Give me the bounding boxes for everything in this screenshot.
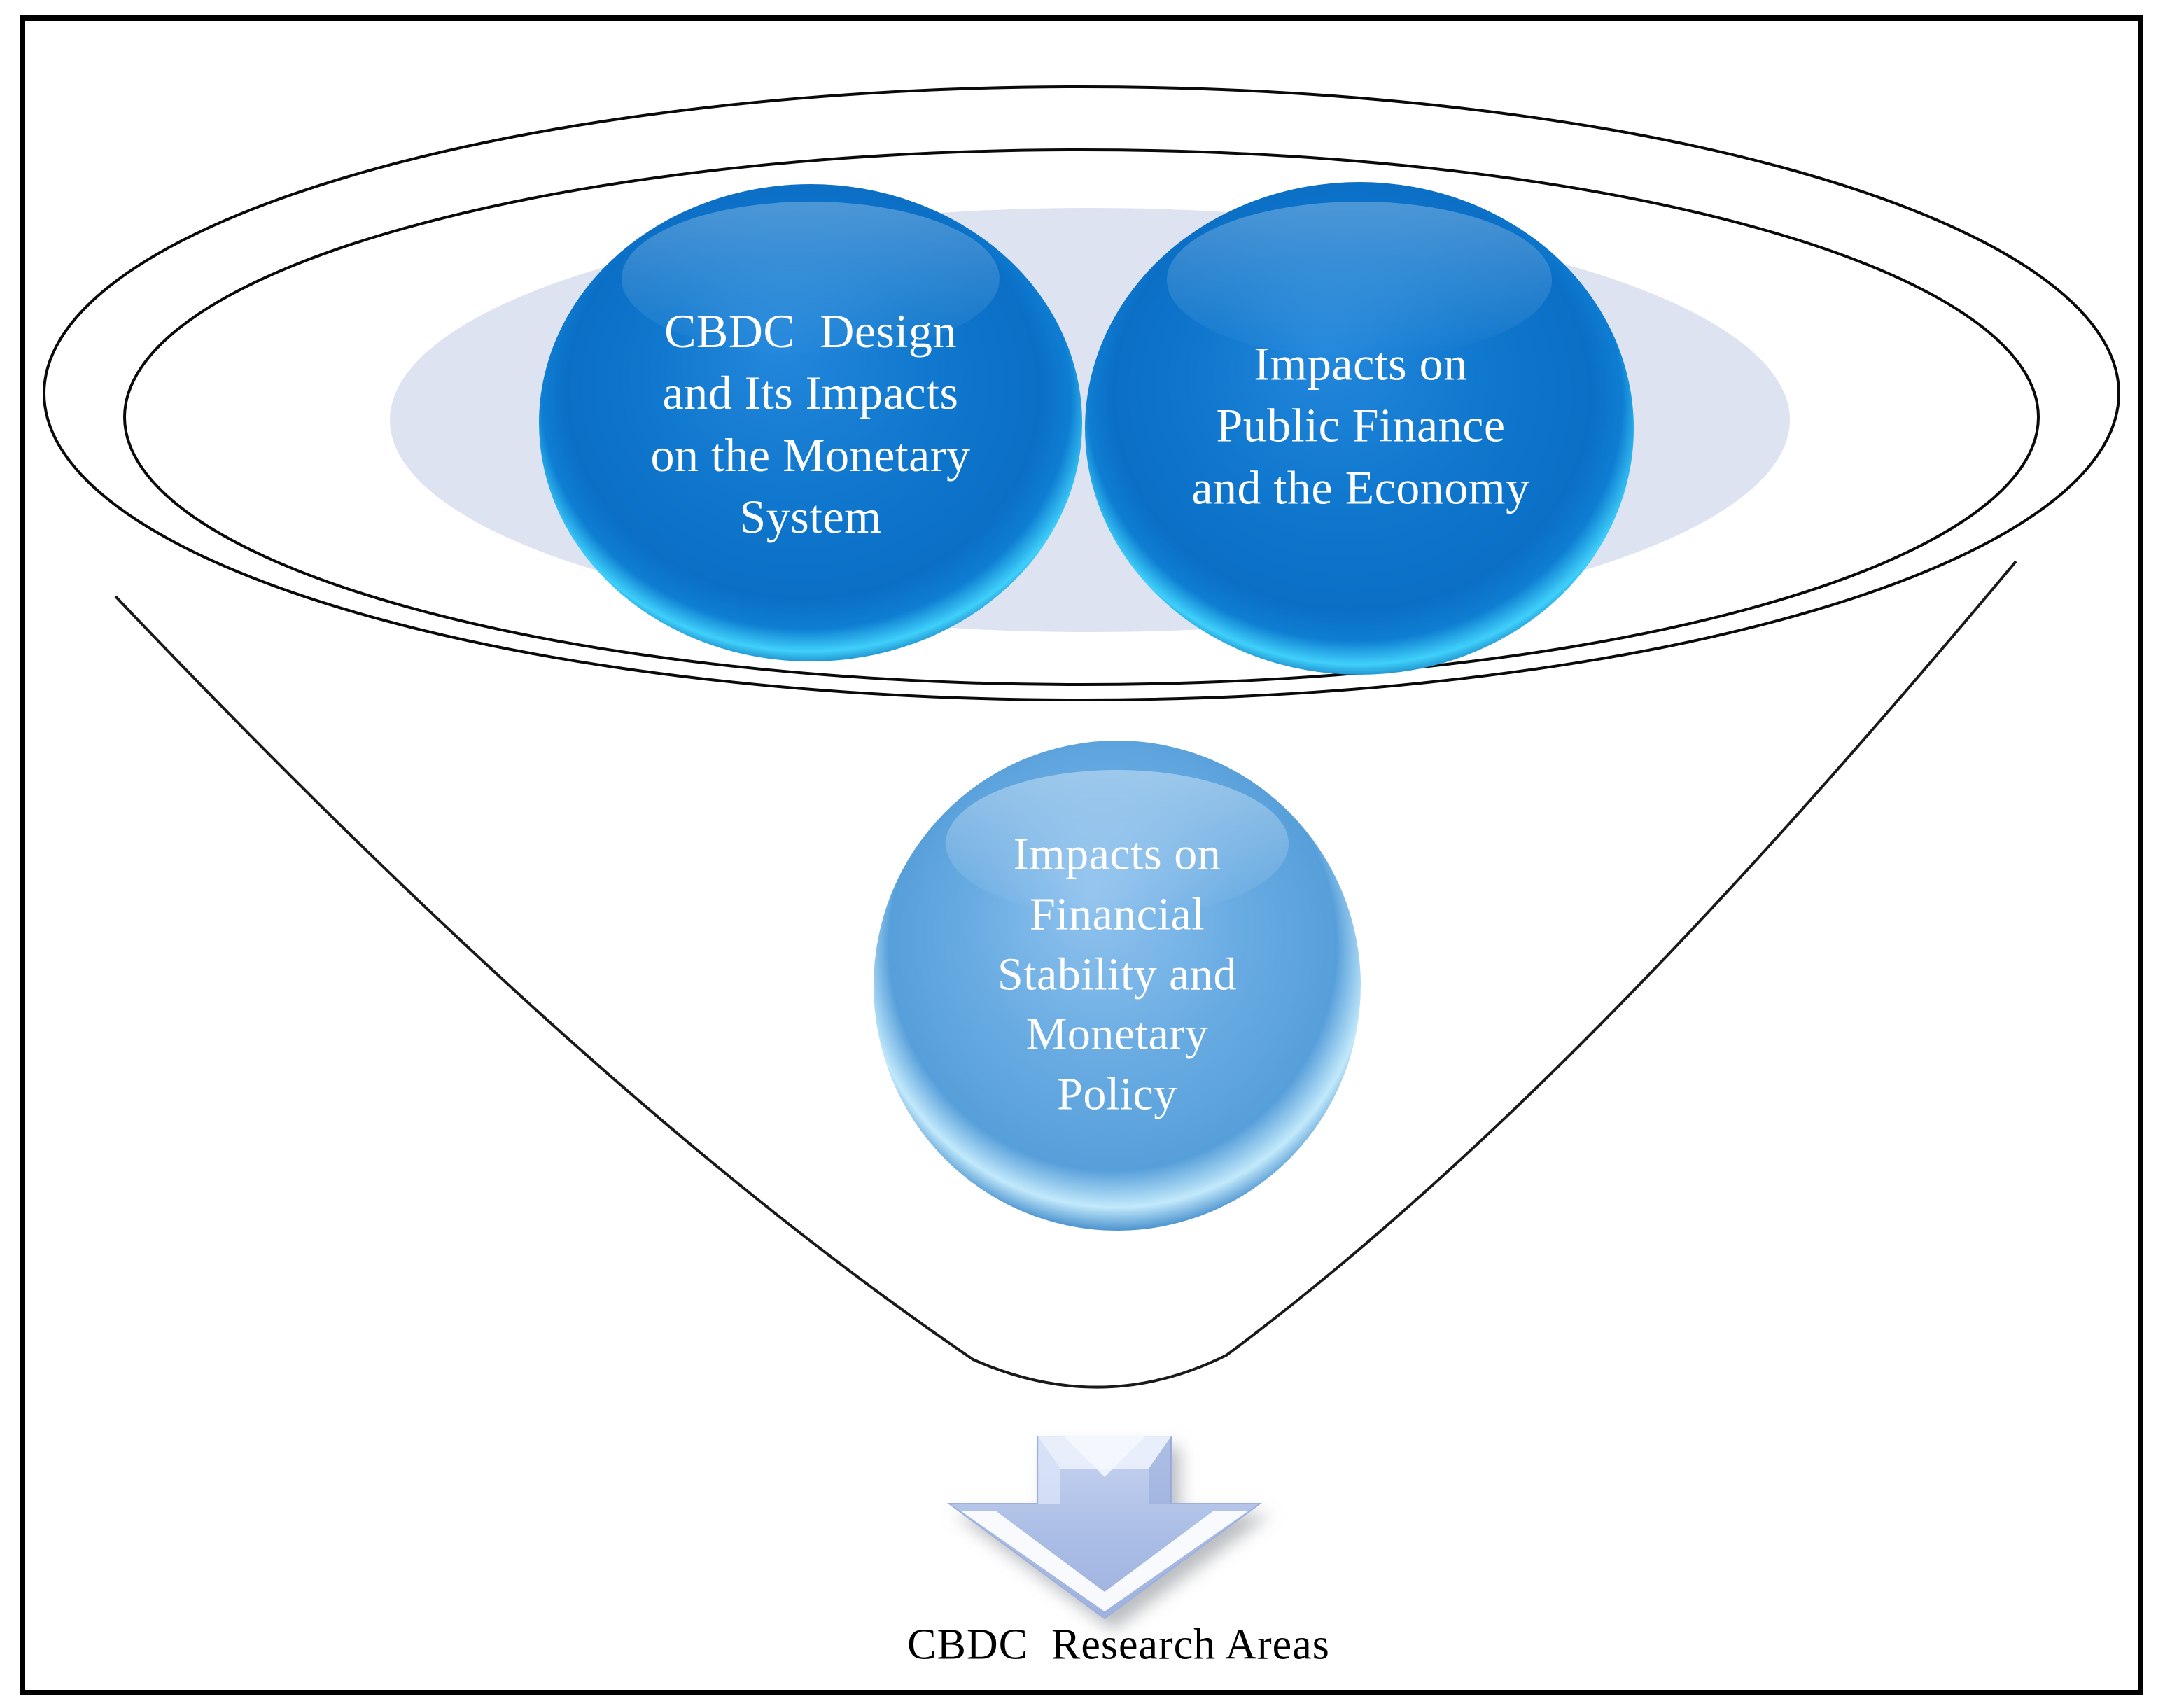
- bubble-cbdc-design: [539, 184, 1082, 662]
- bubble-financial-stability: [874, 741, 1361, 1231]
- label-cbdc-design: CBDC Design and Its Impacts on the Monet…: [650, 304, 971, 544]
- label-public-finance: Impacts on Public Finance and the Econom…: [1191, 337, 1530, 514]
- figure-caption: CBDC Research Areas: [907, 1620, 1330, 1669]
- funnel-bowl-outline: [114, 560, 2017, 1389]
- funnel-inner-rim: [123, 148, 2040, 686]
- funnel-outer-rim: [43, 85, 2120, 701]
- bubble-public-finance: [1085, 182, 1634, 675]
- figure-border: [20, 15, 2143, 1695]
- down-arrow-icon: [946, 1436, 1263, 1620]
- label-financial-stability: Impacts on Financial Stability and Monet…: [997, 828, 1237, 1120]
